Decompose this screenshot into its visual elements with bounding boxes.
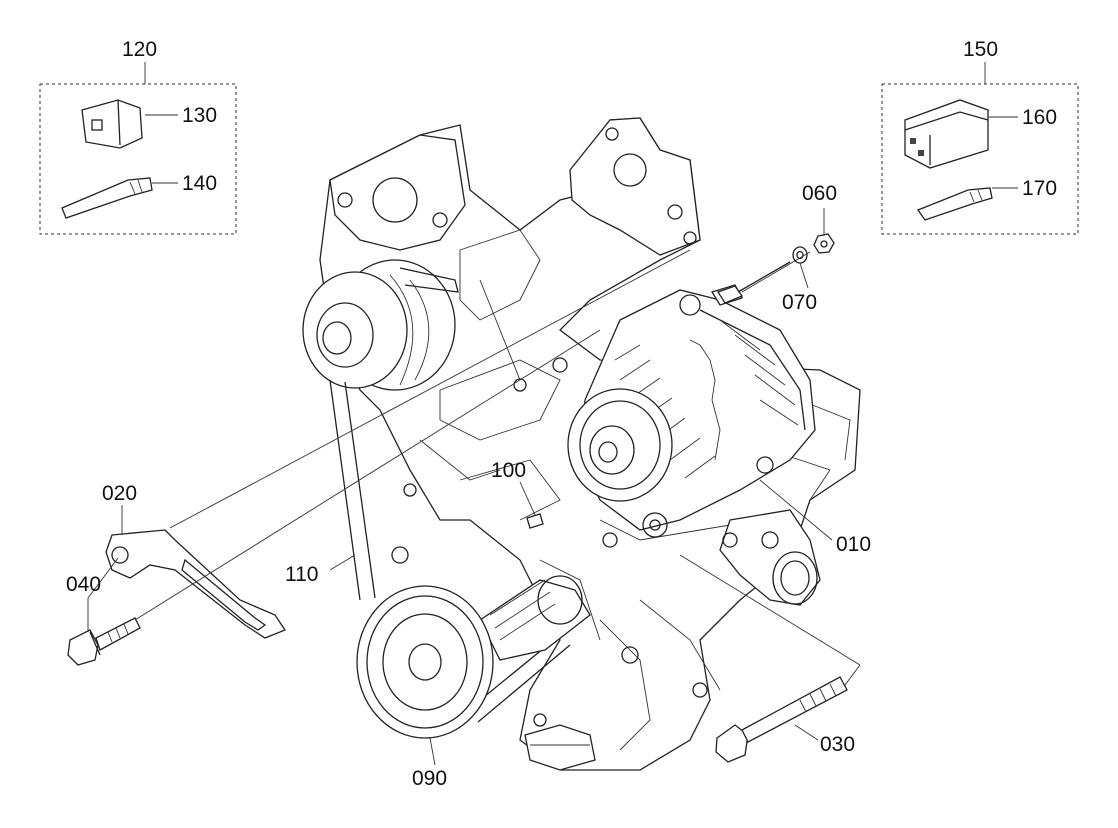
callout-040: 040 — [66, 573, 101, 596]
callout-120: 120 — [122, 38, 157, 61]
kit-box-120 — [39, 62, 237, 235]
callout-170: 170 — [1022, 177, 1057, 200]
assembly-lines — [134, 249, 861, 686]
key-100 — [526, 513, 544, 529]
callout-070: 070 — [782, 291, 817, 314]
callout-090: 090 — [412, 767, 447, 790]
upper-pulley — [302, 259, 459, 391]
leader-lines — [87, 114, 1018, 766]
bolt-030 — [715, 676, 848, 763]
alternator — [567, 284, 816, 538]
kit-box-150 — [881, 62, 1079, 235]
callout-030: 030 — [820, 733, 855, 756]
callout-110: 110 — [285, 563, 318, 586]
callout-060: 060 — [802, 182, 837, 205]
callout-130: 130 — [182, 104, 217, 127]
callout-020: 020 — [102, 482, 137, 505]
callout-100: 100 — [491, 459, 526, 482]
adjusting-plate — [105, 529, 286, 639]
nut-060 — [813, 233, 835, 254]
callout-140: 140 — [182, 172, 217, 195]
callout-labels: 120 130 140 150 160 170 060 070 020 040 … — [66, 38, 1057, 790]
callout-160: 160 — [1022, 106, 1057, 129]
stud-alternator — [717, 261, 791, 304]
crankshaft-pulley — [356, 575, 591, 739]
engine-block — [319, 117, 861, 771]
callout-010: 010 — [836, 533, 871, 556]
bolt-040 — [67, 617, 141, 666]
callout-150: 150 — [963, 38, 998, 61]
